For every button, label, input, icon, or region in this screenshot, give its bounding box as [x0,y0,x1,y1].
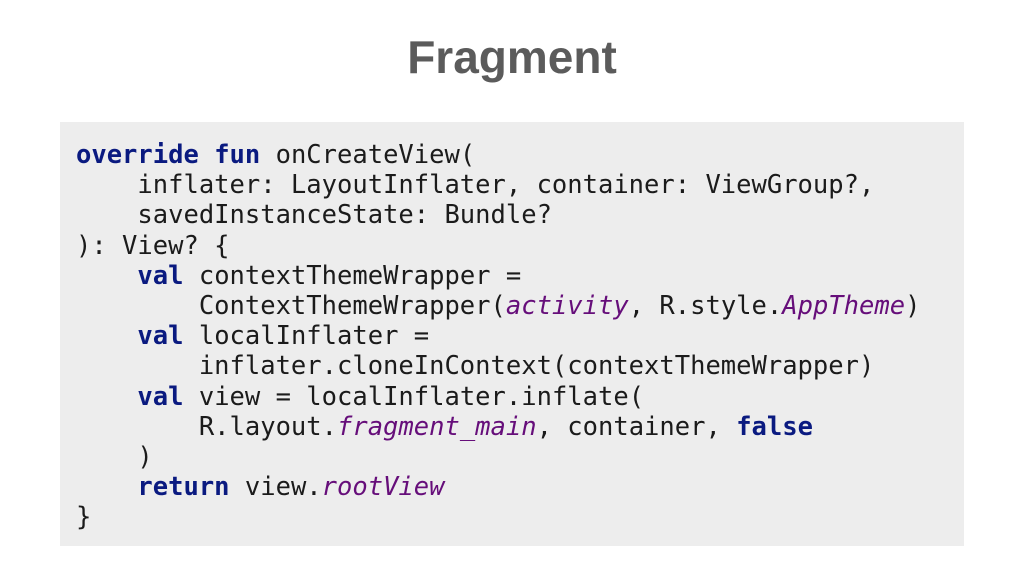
code-text: ): View? { [76,230,230,261]
code-keyword: false [736,411,813,442]
code-text: } [76,502,92,533]
code-text: onCreateView( [260,140,476,170]
code-text: ContextThemeWrapper( [76,290,506,321]
code-text: ) [76,441,153,472]
code-text: localInflater = [183,321,430,352]
code-line: } [76,502,920,532]
code-line: return view.rootView [76,472,920,502]
code-text: view. [229,472,322,503]
code-listing: override fun onCreateView( inflater: Lay… [76,140,920,532]
code-property: fragment_main [337,411,537,442]
code-property: AppTheme [782,290,906,321]
code-text: savedInstanceState: Bundle? [76,200,552,231]
code-text: contextThemeWrapper = [183,260,522,291]
code-line: val localInflater = [76,321,920,351]
code-line: savedInstanceState: Bundle? [76,200,920,230]
code-line: ): View? { [76,231,920,261]
code-line: inflater: LayoutInflater, container: Vie… [76,170,920,200]
code-line: val contextThemeWrapper = [76,261,920,291]
code-text: inflater: LayoutInflater, container: Vie… [76,170,875,201]
code-line: override fun onCreateView( [76,140,920,170]
code-text [76,472,137,502]
code-line: val view = localInflater.inflate( [76,382,920,412]
code-line: inflater.cloneInContext(contextThemeWrap… [76,351,920,381]
code-property: rootView [321,472,445,503]
code-keyword: val [137,260,184,291]
code-text [76,382,137,412]
code-text: R.layout. [76,411,337,442]
code-text: , R.style. [628,290,783,321]
code-text: view = localInflater.inflate( [183,381,645,412]
code-line: R.layout.fragment_main, container, false [76,412,920,442]
code-text: inflater.cloneInContext(contextThemeWrap… [76,351,875,382]
code-text: ) [905,290,921,321]
code-block: override fun onCreateView( inflater: Lay… [60,122,964,546]
code-keyword: val [137,321,184,352]
code-text: , container, [536,411,737,442]
code-text [76,261,137,291]
code-keyword: return [137,472,230,503]
slide-title: Fragment [407,31,617,83]
code-keyword: fun [214,140,261,170]
code-line: ) [76,442,920,472]
code-keyword: override [76,140,199,170]
code-text [199,140,214,170]
code-line: ContextThemeWrapper(activity, R.style.Ap… [76,290,921,321]
code-keyword: val [137,381,184,412]
code-text [76,321,137,351]
code-property: activity [505,290,629,321]
